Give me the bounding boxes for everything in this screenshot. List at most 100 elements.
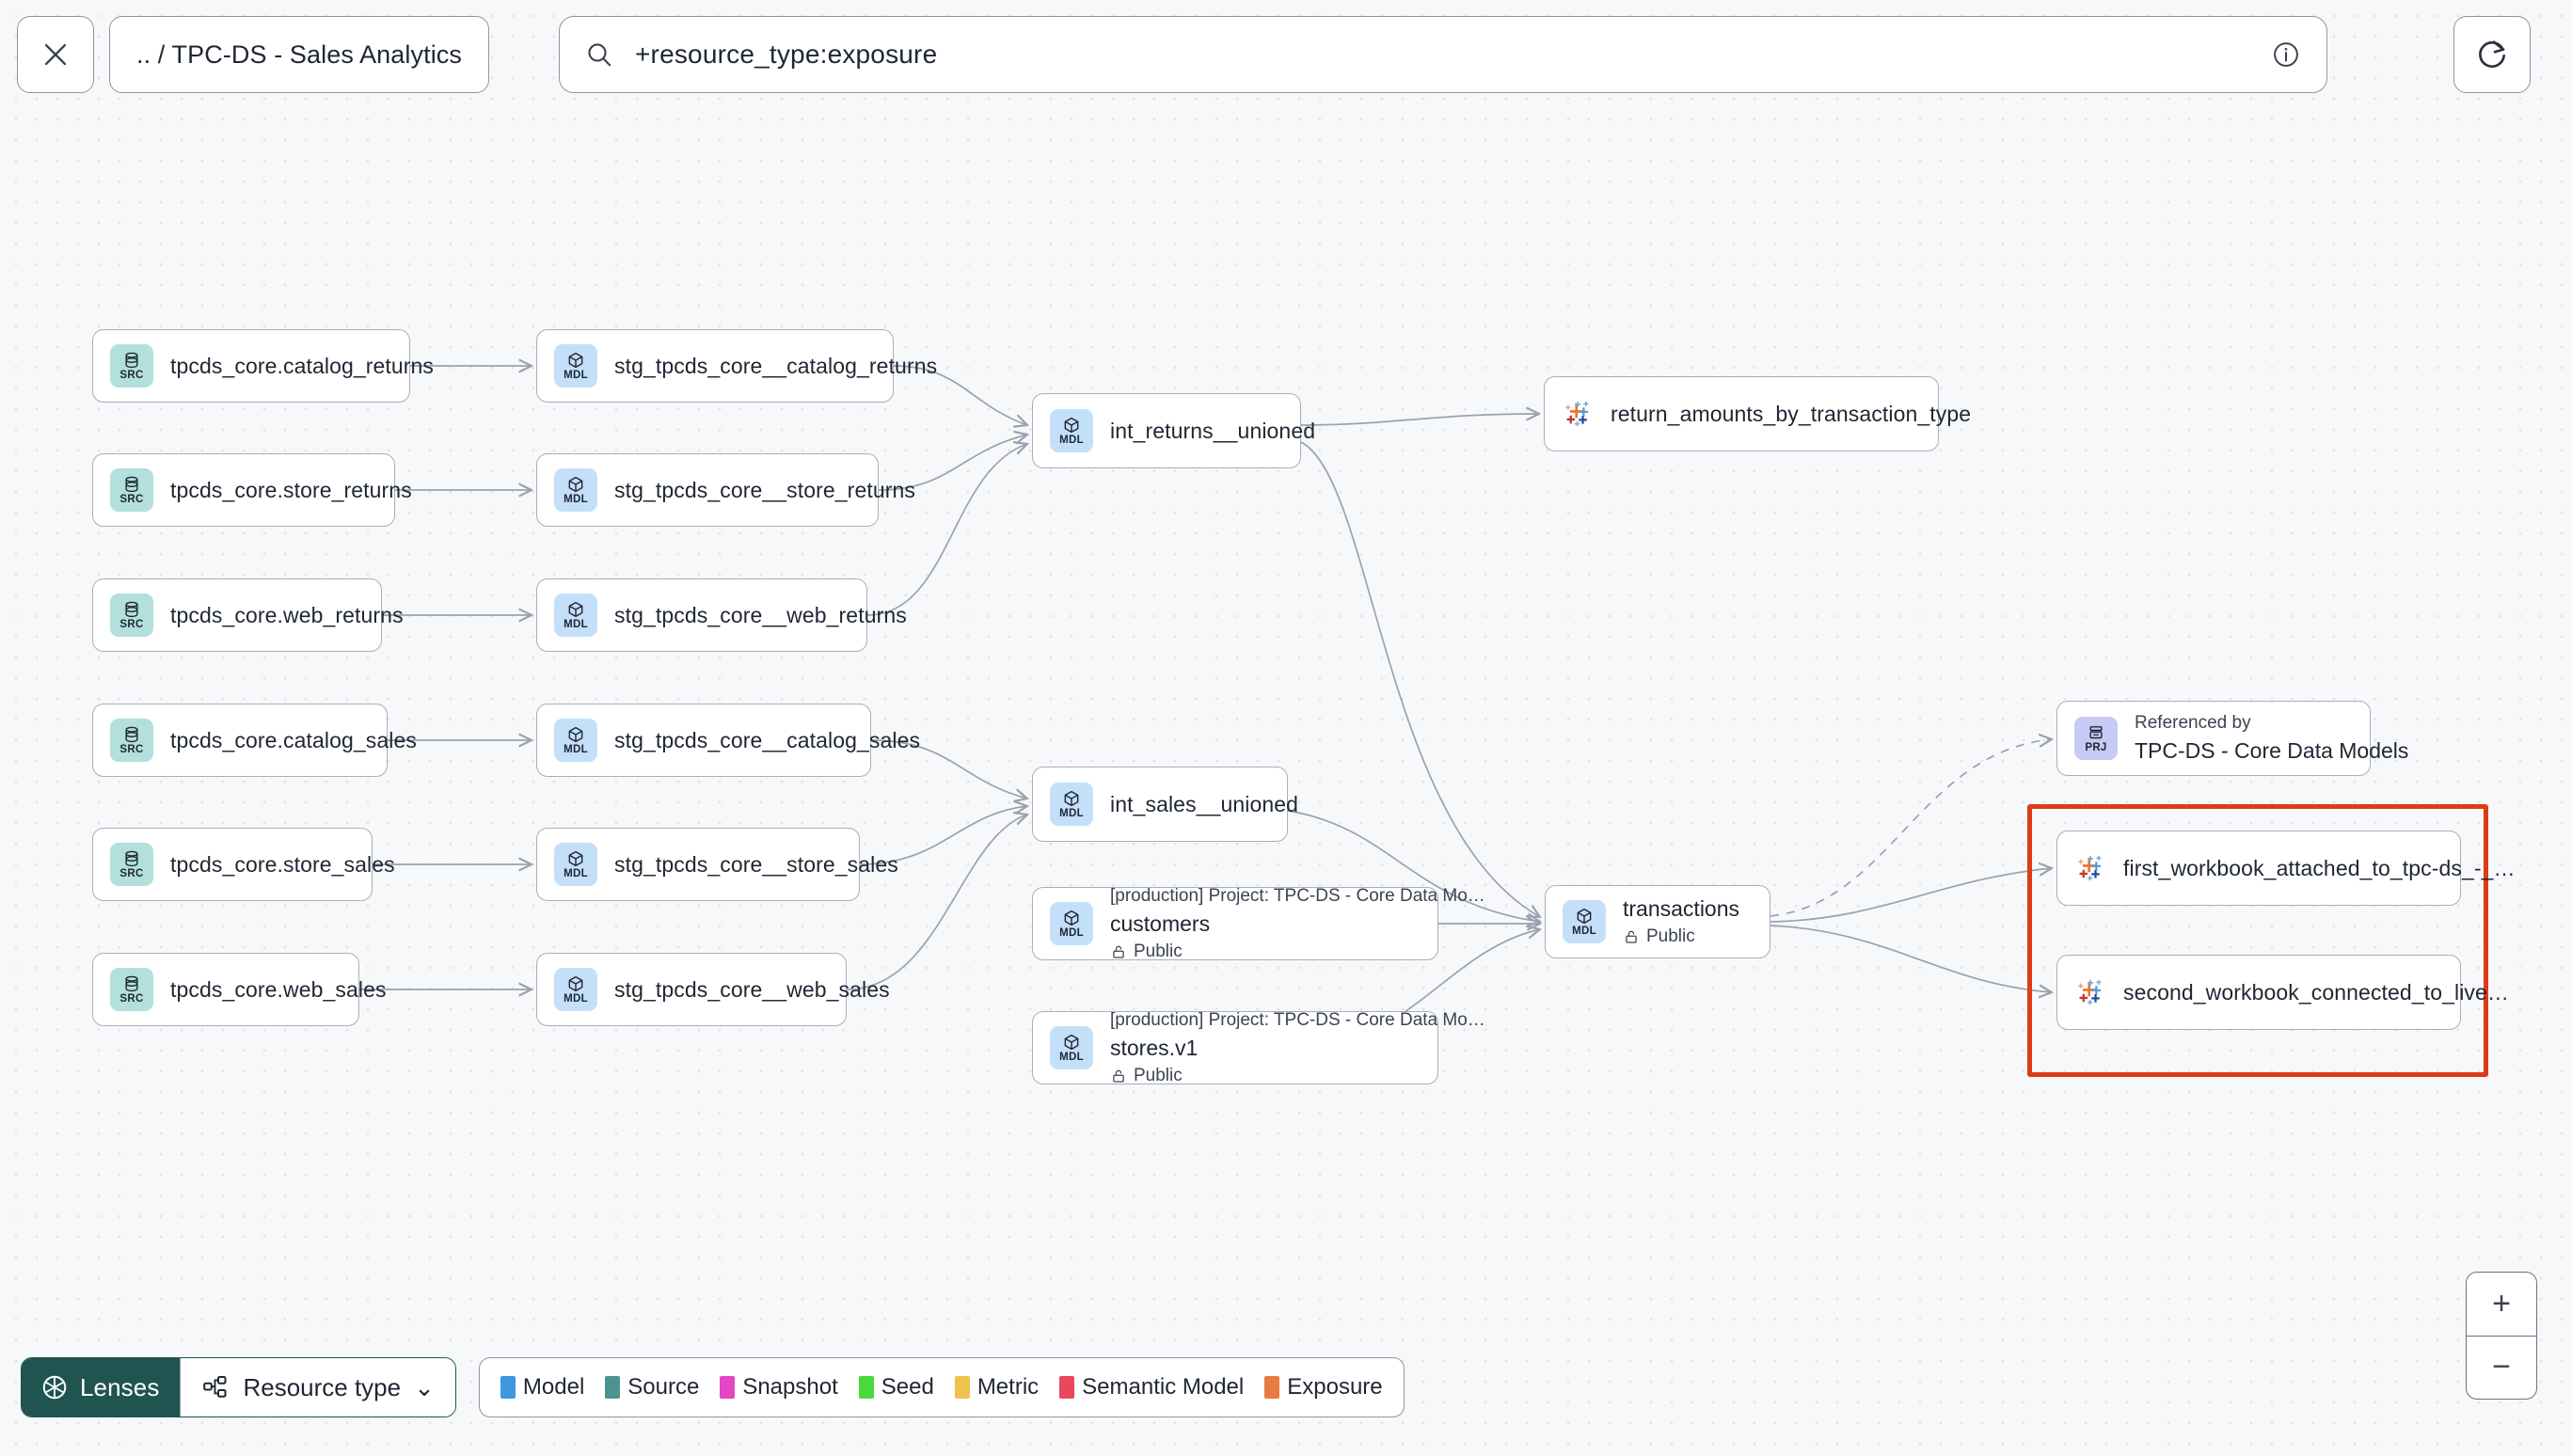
graph-node-model[interactable]: MDL int_sales__unioned <box>1032 767 1298 842</box>
zoom-in-button[interactable]: + <box>2467 1273 2536 1337</box>
node-name: customers <box>1110 910 1211 936</box>
badge-label: MDL <box>1572 925 1596 937</box>
graph-node-source[interactable]: SRC tpcds_core.store_sales <box>92 828 395 901</box>
graph-node-model[interactable]: MDL stg_tpcds_core__catalog_sales <box>536 704 920 777</box>
source-badge: SRC <box>110 719 153 762</box>
graph-node-model[interactable]: MDL stg_tpcds_core__store_sales <box>536 828 898 901</box>
model-badge: MDL <box>554 593 597 637</box>
database-icon <box>125 726 138 742</box>
aperture-icon <box>42 1375 67 1400</box>
project-stack-icon <box>2089 725 2103 738</box>
cube-icon <box>1064 910 1079 926</box>
graph-node-model[interactable]: MDL stg_tpcds_core__catalog_returns <box>536 329 937 403</box>
badge-label: SRC <box>119 369 144 381</box>
bottom-toolbar: Lenses Resource type ⌄ Model Source <box>21 1357 1405 1417</box>
breadcrumb-label: .. / TPC-DS - Sales Analytics <box>136 40 463 69</box>
legend-label: Snapshot <box>742 1374 838 1400</box>
legend-item-source: Source <box>605 1374 699 1401</box>
badge-label: SRC <box>119 743 144 755</box>
graph-node-source[interactable]: SRC tpcds_core.catalog_returns <box>92 329 434 403</box>
graph-node-exposure[interactable]: second_workbook_connected_to_live… <box>2056 955 2509 1030</box>
node-label: stg_tpcds_core__store_returns <box>614 477 915 502</box>
source-badge: SRC <box>110 968 153 1011</box>
zoom-out-button[interactable]: − <box>2492 1349 2511 1385</box>
node-visibility: Public <box>1623 926 1739 947</box>
search-input[interactable]: +resource_type:exposure <box>559 16 2327 93</box>
lenses-label: Lenses <box>80 1372 160 1401</box>
graph-node-source[interactable]: SRC tpcds_core.web_sales <box>92 953 386 1026</box>
unlock-icon <box>1113 1069 1124 1083</box>
breadcrumb[interactable]: .. / TPC-DS - Sales Analytics <box>109 16 490 93</box>
node-body: Referenced by TPC-DS - Core Data Models <box>2135 713 2408 764</box>
lenses-button[interactable]: Lenses <box>22 1358 181 1416</box>
node-label: first_workbook_attached_to_tpc-ds_-_… <box>2123 855 2516 880</box>
source-badge: SRC <box>110 468 153 512</box>
close-icon <box>44 43 67 66</box>
graph-node-source[interactable]: SRC tpcds_core.store_returns <box>92 453 412 527</box>
node-label: stg_tpcds_core__store_sales <box>614 851 898 877</box>
legend-item-seed: Seed <box>858 1374 934 1401</box>
cube-icon <box>1064 1034 1079 1050</box>
node-label: return_amounts_by_transaction_type <box>1611 401 1972 426</box>
legend-item-metric: Metric <box>954 1374 1040 1401</box>
node-body: transactions Public <box>1623 896 1739 947</box>
node-name: TPC-DS - Core Data Models <box>2135 738 2409 763</box>
badge-label: MDL <box>564 493 588 505</box>
badge-label: MDL <box>564 992 588 1005</box>
graph-node-model[interactable]: MDL int_returns__unioned <box>1032 393 1315 468</box>
project-badge: PRJ <box>2074 717 2118 760</box>
database-icon <box>125 601 138 617</box>
graph-node-model-detail[interactable]: MDL [production] Project: TPC-DS - Core … <box>1032 886 1485 961</box>
top-toolbar: .. / TPC-DS - Sales Analytics +resource_… <box>0 0 2572 111</box>
legend-item-semantic-model: Semantic Model <box>1059 1374 1244 1401</box>
graph-node-source[interactable]: SRC tpcds_core.catalog_sales <box>92 704 417 777</box>
refresh-icon <box>2479 40 2506 68</box>
graph-node-model-detail[interactable]: MDL [production] Project: TPC-DS - Core … <box>1032 1010 1485 1085</box>
cube-icon <box>568 601 583 617</box>
node-name: transactions <box>1623 896 1740 921</box>
legend-label: Metric <box>976 1374 1040 1400</box>
node-body: [production] Project: TPC-DS - Core Data… <box>1110 886 1485 962</box>
chevron-down-icon: ⌄ <box>414 1372 435 1401</box>
node-label: int_returns__unioned <box>1110 418 1316 443</box>
node-label: stg_tpcds_core__catalog_returns <box>614 353 938 378</box>
info-circle-icon <box>2274 42 2298 67</box>
tableau-icon <box>1562 398 1594 430</box>
source-badge: SRC <box>110 344 153 388</box>
graph-node-transactions[interactable]: MDL transactions Public <box>1545 885 1770 958</box>
badge-label: PRJ <box>2085 741 2107 753</box>
graph-node-model[interactable]: MDL stg_tpcds_core__web_sales <box>536 953 890 1026</box>
badge-label: MDL <box>1059 926 1084 939</box>
graph-node-exposure[interactable]: first_workbook_attached_to_tpc-ds_-_… <box>2056 831 2516 906</box>
node-label: second_workbook_connected_to_live… <box>2123 979 2509 1005</box>
legend-label: Model <box>522 1374 585 1400</box>
node-name: stores.v1 <box>1110 1035 1199 1060</box>
resource-type-legend: Model Source Snapshot Seed Metric Semant… <box>478 1357 1405 1417</box>
cube-icon <box>568 975 583 991</box>
close-button[interactable] <box>17 16 94 93</box>
database-icon <box>125 476 138 492</box>
legend-swatch-exposure <box>1264 1376 1280 1399</box>
graph-node-exposure[interactable]: return_amounts_by_transaction_type <box>1544 376 1971 451</box>
graph-node-project[interactable]: PRJ Referenced by TPC-DS - Core Data Mod… <box>2056 701 2408 776</box>
node-visibility-label: Public <box>1134 1065 1183 1085</box>
resource-type-dropdown[interactable]: Resource type ⌄ <box>180 1358 455 1416</box>
legend-label: Exposure <box>1287 1374 1383 1400</box>
badge-label: MDL <box>564 743 588 755</box>
cube-icon <box>1064 417 1079 433</box>
legend-swatch-source <box>605 1376 621 1399</box>
graph-node-source[interactable]: SRC tpcds_core.web_returns <box>92 578 404 652</box>
tableau-icon <box>2074 976 2106 1008</box>
search-input-value: +resource_type:exposure <box>635 40 938 69</box>
zoom-controls: + − <box>2466 1272 2537 1400</box>
cube-icon <box>568 476 583 492</box>
cube-icon <box>568 352 583 368</box>
graph-node-model[interactable]: MDL stg_tpcds_core__store_returns <box>536 453 915 527</box>
refresh-button[interactable] <box>2453 16 2531 93</box>
graph-node-model[interactable]: MDL stg_tpcds_core__web_returns <box>536 578 907 652</box>
node-visibility: Public <box>1110 942 1485 962</box>
source-badge: SRC <box>110 593 153 637</box>
info-button[interactable] <box>2270 39 2302 71</box>
cube-icon <box>1577 908 1592 924</box>
